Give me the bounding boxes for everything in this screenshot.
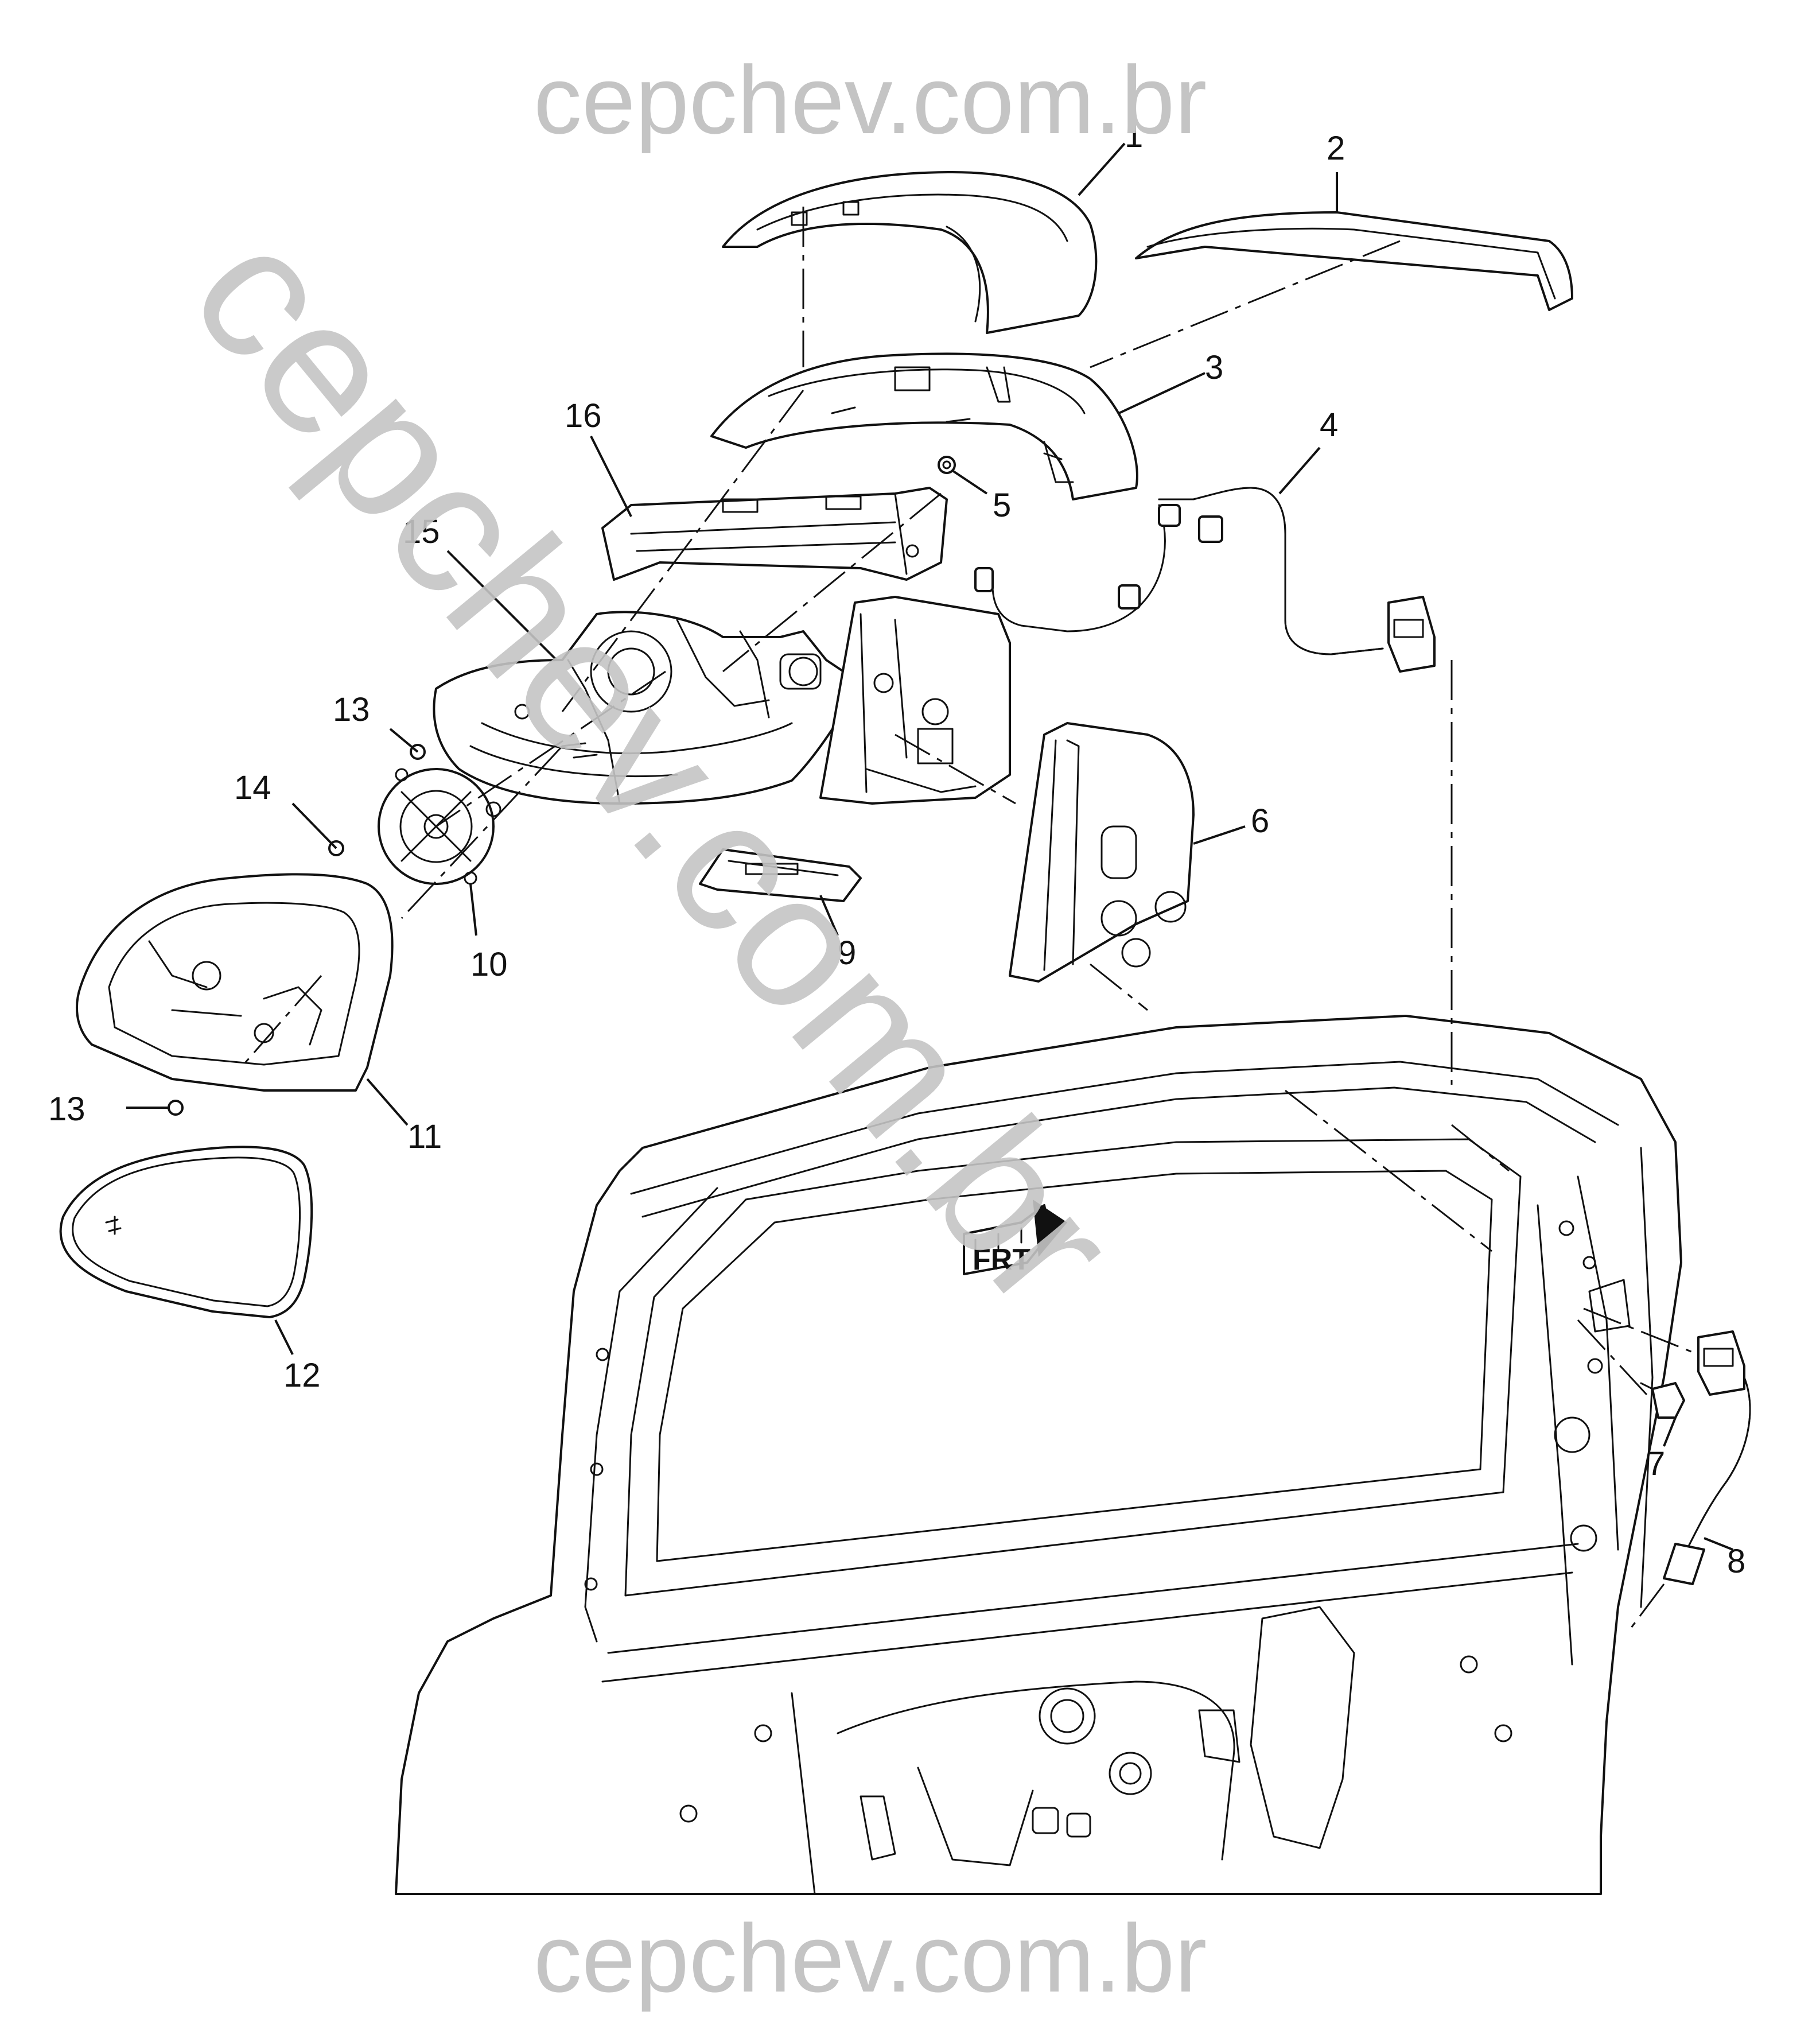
watermark-top: cepchev.com.br <box>534 46 1207 154</box>
callout-labels: 1 2 3 4 5 6 7 8 9 10 11 12 13 14 13 15 1… <box>48 117 1745 1580</box>
callout-6: 6 <box>1251 802 1269 840</box>
wiring-harness <box>974 487 1436 673</box>
callout-2: 2 <box>1327 130 1345 167</box>
door-frame <box>395 1015 1682 1895</box>
callout-12: 12 <box>283 1357 321 1394</box>
mirror-actuator <box>378 768 501 885</box>
callout-10: 10 <box>470 946 508 983</box>
callout-9: 9 <box>838 934 856 972</box>
callout-16: 16 <box>565 397 602 434</box>
callout-1: 1 <box>1125 117 1143 154</box>
callout-13-lower: 13 <box>48 1090 85 1128</box>
lamp-bezel <box>699 848 862 902</box>
callout-14: 14 <box>234 769 271 806</box>
mirror-glass <box>59 1146 313 1318</box>
bolt-7 <box>1640 1382 1685 1419</box>
turn-signal-lamp <box>601 487 948 581</box>
callout-8: 8 <box>1727 1543 1745 1580</box>
screw-13-lower <box>168 1100 184 1116</box>
mirror-housing-frame <box>76 873 394 1092</box>
mirror-housing-lower <box>710 352 1138 500</box>
callout-3: 3 <box>1205 349 1223 386</box>
callout-leaders <box>126 142 1733 1551</box>
mirror-door-cover <box>1009 722 1195 983</box>
bolt-5 <box>938 456 956 474</box>
callout-13-upper: 13 <box>333 691 370 728</box>
frt-direction-marker: FRT <box>963 1200 1067 1276</box>
door-harness-connector <box>1663 1330 1751 1585</box>
mirror-cover-strip <box>1135 211 1573 311</box>
mirror-mount-bracket <box>819 596 1011 805</box>
frt-label: FRT <box>973 1243 1030 1276</box>
watermark-bottom: cepchev.com.br <box>534 1904 1207 2012</box>
callout-11: 11 <box>407 1118 442 1155</box>
alignment-lines <box>240 207 1699 1631</box>
callout-15: 15 <box>403 513 440 550</box>
mirror-cover-upper <box>722 171 1098 334</box>
callout-7: 7 <box>1647 1445 1665 1482</box>
callout-5: 5 <box>993 487 1011 524</box>
callout-4: 4 <box>1320 406 1338 444</box>
